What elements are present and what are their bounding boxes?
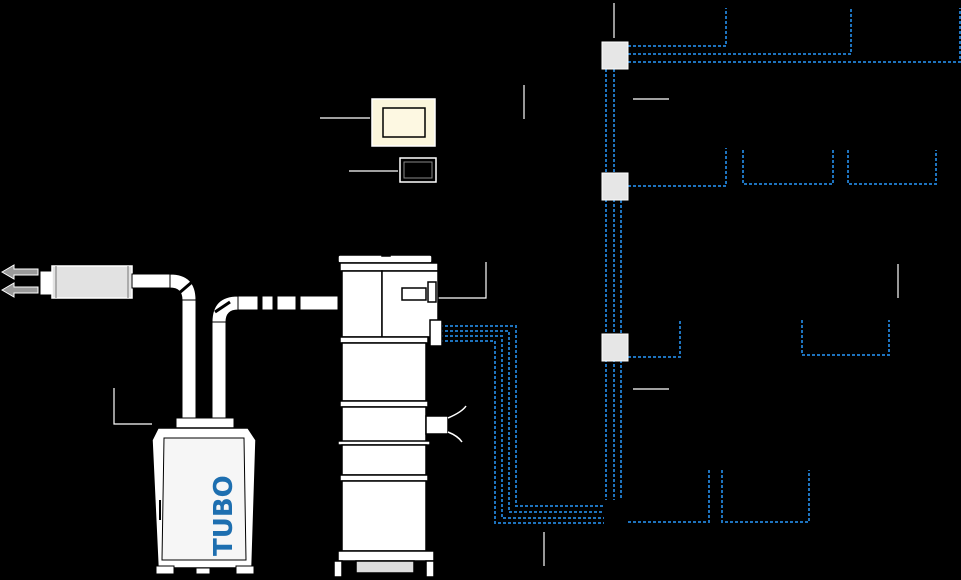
exhaust-arrow-icon [1, 264, 39, 280]
leader-line-control-box [437, 262, 487, 299]
touch-panel-screen [382, 107, 426, 138]
tower-ring-4 [339, 474, 429, 482]
duct-joint [214, 300, 231, 314]
leader-lines [113, 3, 899, 566]
branch-pipe-top-2 [628, 8, 852, 55]
junction-box-top [601, 41, 629, 70]
power-unit-front-panel [161, 437, 247, 561]
tower-base [337, 550, 435, 562]
tower-motor-mount [355, 560, 415, 574]
inlet-hose-hook [447, 431, 463, 443]
pipe-network [440, 8, 961, 524]
branch-pipe-base-1 [628, 470, 710, 523]
junction-boxes [601, 41, 629, 362]
duct-riser-left [181, 299, 197, 419]
tower-lid-knob [381, 251, 391, 257]
tower-side-inlet [425, 415, 449, 435]
junction-box-lower [601, 333, 629, 362]
main-pipe-3 [440, 335, 604, 519]
tower-ring-2 [339, 400, 429, 408]
duct-coupler [272, 293, 278, 313]
collector-tower [333, 251, 467, 578]
tower-foot [425, 560, 435, 578]
branch-pipe-low-2 [801, 320, 890, 356]
main-pipe-4 [440, 340, 604, 524]
tower-cap-ring [339, 262, 439, 272]
branch-pipe-mid-3 [847, 150, 937, 185]
tower-filter-section [341, 406, 427, 444]
power-unit: TUBO [151, 417, 257, 575]
branch-pipe-mid-1 [628, 148, 727, 187]
exhaust-outlet [1, 264, 133, 299]
junction-box-middle [601, 172, 629, 201]
duct-segment [131, 273, 171, 289]
power-unit-foot [155, 565, 175, 575]
main-pipe-2 [440, 330, 604, 513]
tower-pipe-collar [429, 319, 443, 347]
branch-pipe-top-1 [628, 8, 727, 47]
remote-display [399, 157, 437, 183]
branch-pipe-low-1 [628, 320, 681, 358]
tower-middle-section [341, 342, 427, 402]
remote-display-screen [403, 161, 433, 179]
exhaust-pipe-end [39, 270, 53, 296]
main-pipe-1 [440, 325, 604, 507]
brand-logo: TUBO [209, 475, 239, 556]
tower-ring-1 [339, 336, 429, 344]
power-unit-foot [235, 565, 255, 575]
silencer [51, 265, 133, 299]
control-box-switch [427, 281, 437, 303]
duct-coupler [257, 293, 263, 313]
branch-pipe-base-2 [721, 470, 810, 523]
tower-lower-section [341, 444, 427, 476]
inlet-hose-hook [447, 405, 467, 419]
power-unit-foot [195, 567, 211, 575]
duct-horizontal [237, 295, 339, 311]
branch-pipe-top-3 [628, 8, 961, 63]
leader-line-boiler [113, 388, 152, 425]
tower-upper-section [341, 270, 383, 338]
duct-riser-right [211, 321, 227, 419]
power-unit-top-collar [175, 417, 235, 429]
duct-coupler [295, 293, 301, 313]
branch-pipe-mid-2 [742, 150, 834, 185]
exhaust-arrow-icon [1, 282, 39, 298]
control-box-display [401, 287, 427, 301]
tower-foot [333, 560, 343, 578]
touch-control-panel [371, 98, 436, 147]
dust-bin [341, 480, 427, 552]
duct-joint [177, 280, 193, 296]
